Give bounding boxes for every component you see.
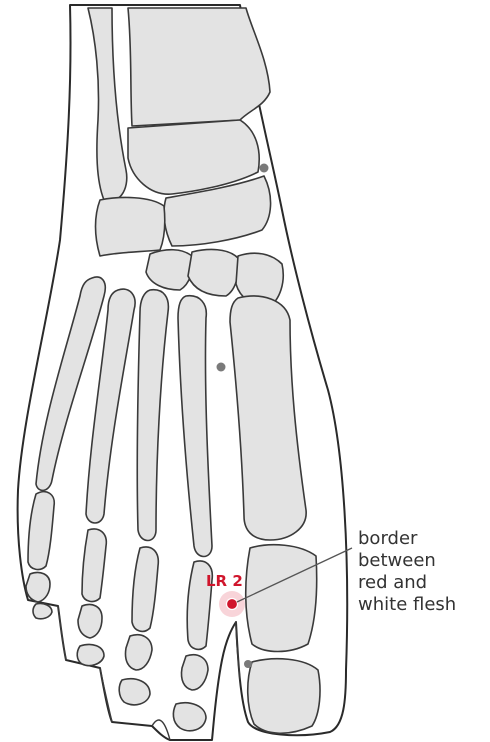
annotation-line-2: between — [358, 550, 488, 572]
landmark-dot-ankle — [260, 164, 269, 173]
acupoint-label: LR 2 — [206, 572, 243, 590]
landmark-dot-bigtoe — [244, 660, 252, 668]
acupoint-dot — [227, 599, 238, 610]
landmark-dot-midfoot — [217, 363, 226, 372]
annotation-line-1: border — [358, 528, 488, 550]
annotation-line-4: white flesh — [358, 594, 488, 616]
annotation-text: border between red and white flesh — [358, 528, 488, 616]
annotation-line-3: red and — [358, 572, 488, 594]
